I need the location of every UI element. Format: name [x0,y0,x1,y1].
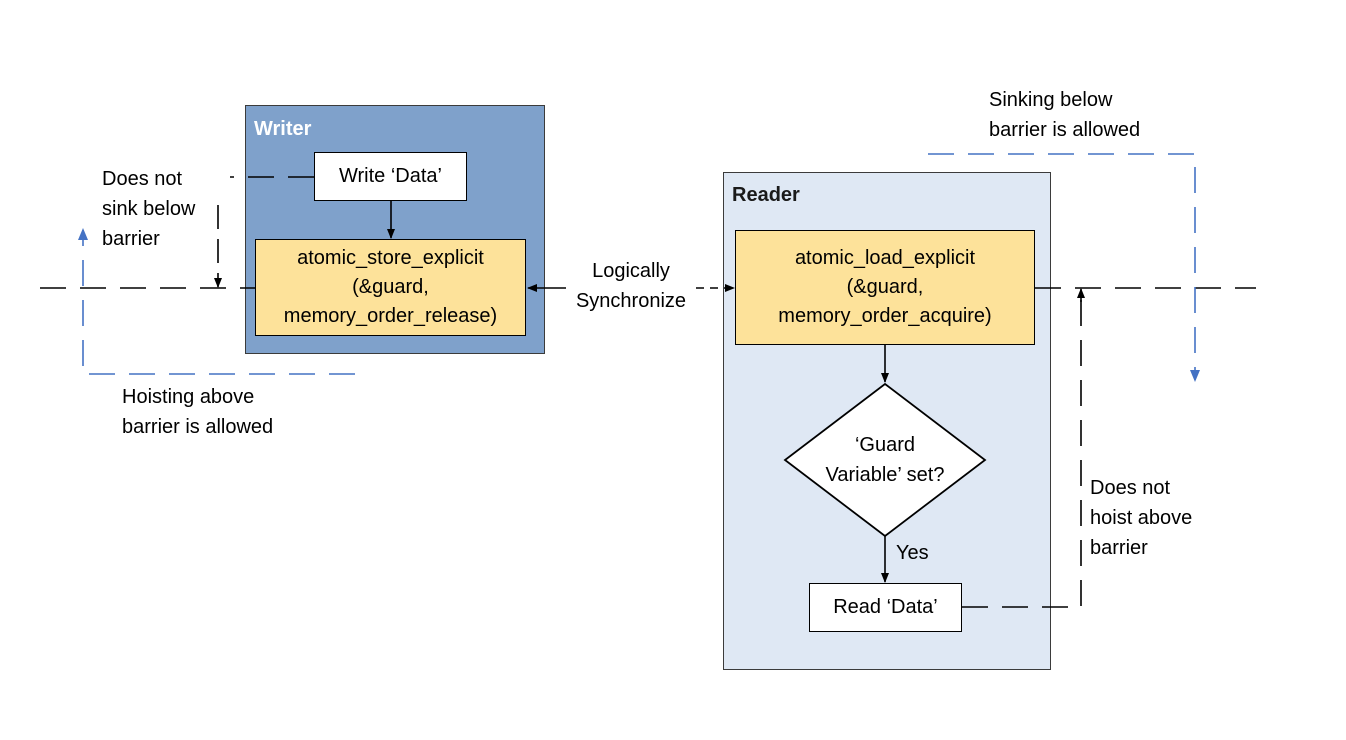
sinking-allowed-annotation: Sinking below barrier is allowed [989,85,1140,145]
does-not-sink-line-1: Does not [102,168,183,190]
atomic-load-line-1: atomic_load_explicit [794,247,976,269]
yes-label: Yes [896,542,929,564]
hoisting-allowed-line-2: barrier is allowed [122,416,274,438]
guard-decision-label: ‘Guard Variable’ set? [785,430,985,490]
sync-line-2: Synchronize [575,290,687,312]
atomic-store-line-1: atomic_store_explicit [297,247,484,269]
hoisting-allowed-annotation: Hoisting above barrier is allowed [122,382,273,442]
sinking-allowed-arrow [928,153,1200,382]
atomic-load-line-2: (&guard, [846,276,924,298]
atomic-store-line-3: memory_order_release) [283,305,498,327]
write-data-box: Write ‘Data’ [314,152,467,201]
sinking-allowed-line-2: barrier is allowed [989,119,1141,141]
does-not-sink-line-2: sink below [102,198,196,220]
does-not-hoist-line-2: hoist above [1090,507,1193,529]
read-data-box: Read ‘Data’ [809,583,962,632]
write-data-label: Write ‘Data’ [339,165,442,187]
does-not-hoist-annotation: Does not hoist above barrier [1090,473,1192,563]
atomic-store-box: atomic_store_explicit (&guard, memory_or… [255,239,526,336]
hoisting-allowed-arrow [78,228,355,375]
hoisting-allowed-line-1: Hoisting above [122,386,255,408]
does-not-hoist-path [962,300,1082,608]
does-not-sink-line-3: barrier [102,228,160,250]
logically-synchronize-label: Logically Synchronize [566,256,696,316]
atomic-load-box: atomic_load_explicit (&guard, memory_ord… [735,230,1035,345]
does-not-sink-annotation: Does not sink below barrier [102,164,195,254]
does-not-hoist-line-1: Does not [1090,477,1171,499]
atomic-store-line-2: (&guard, [352,276,429,298]
read-data-label: Read ‘Data’ [833,596,938,618]
reader-title: Reader [732,184,800,206]
atomic-load-line-3: memory_order_acquire) [778,305,992,327]
sinking-allowed-line-1: Sinking below [989,89,1113,111]
decision-line-1: ‘Guard [854,434,916,456]
does-not-hoist-line-3: barrier [1090,537,1148,559]
writer-title: Writer [254,118,312,140]
decision-line-2: Variable’ set? [825,464,945,486]
sync-line-1: Logically [592,260,670,282]
